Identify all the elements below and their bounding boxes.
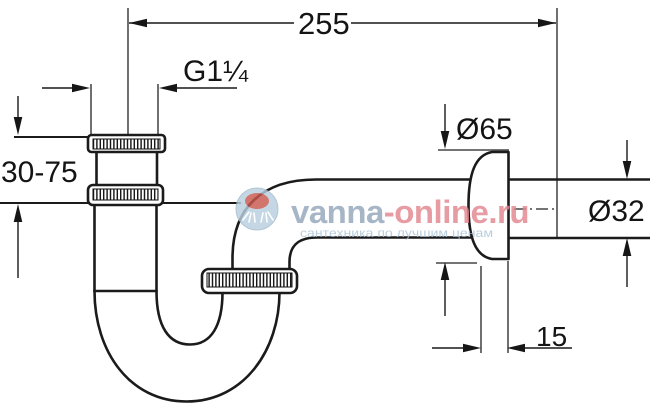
- tailpiece: [93, 202, 158, 293]
- arrowhead-3075-down: [13, 117, 23, 135]
- dimension-thread: G1¼: [42, 55, 249, 93]
- arrowhead-65-up: [440, 262, 450, 280]
- logo-paw-lines: [242, 211, 274, 223]
- arrowhead-32-down: [622, 161, 632, 179]
- dimension-255: 255: [129, 6, 556, 41]
- arrowhead-15-left: [463, 343, 481, 353]
- dimension-30-75: 30-75: [1, 96, 78, 278]
- arrowhead-255-left: [129, 18, 147, 28]
- elbow-inner-edge: [288, 236, 480, 272]
- dimension-15: 15: [432, 321, 572, 353]
- arrowhead-3075-up: [13, 204, 23, 222]
- lower-knurl-band: [92, 188, 159, 201]
- watermark: vanna-online.ru сантехника по лучшим цен…: [235, 187, 530, 240]
- watermark-site-name: vanna-online.ru: [291, 194, 529, 230]
- wall-flange: [467, 150, 510, 261]
- u-bend: [93, 289, 281, 403]
- upper-knurl-band: [92, 138, 161, 150]
- dimension-label-15: 15: [536, 321, 567, 352]
- arrowhead-255-right: [538, 18, 556, 28]
- outlet-union-nut: [200, 267, 299, 295]
- inlet-union: [86, 133, 167, 207]
- watermark-logo: [235, 187, 279, 231]
- extension-lines: [0, 8, 558, 353]
- dimension-32: Ø32: [588, 140, 645, 287]
- logo-crab-icon: [245, 193, 269, 209]
- dimension-label-30-75: 30-75: [1, 156, 78, 189]
- outlet-knurl-band: [206, 272, 293, 288]
- arrowhead-thread-right: [159, 83, 177, 93]
- arrowhead-15-right: [507, 343, 525, 353]
- watermark-tagline: сантехника по лучшим ценам: [300, 226, 493, 240]
- dimension-65: Ø65: [440, 104, 513, 316]
- u-bend-outer-edge: [93, 289, 281, 403]
- arrowhead-65-down: [440, 131, 450, 149]
- arrowhead-32-up: [622, 238, 632, 256]
- watermark-brand-primary: vanna: [291, 194, 385, 230]
- u-bend-inner-edge: [155, 289, 224, 346]
- union-cylinder: [95, 150, 159, 188]
- dimension-label-32: Ø32: [588, 195, 645, 228]
- dimension-label-thread: G1¼: [183, 55, 249, 88]
- watermark-brand-secondary: -online.ru: [384, 194, 529, 230]
- dimension-label-65: Ø65: [456, 113, 513, 146]
- dimension-label-255: 255: [298, 6, 350, 41]
- siphon-body: [86, 133, 650, 403]
- arrowhead-thread-left: [72, 83, 90, 93]
